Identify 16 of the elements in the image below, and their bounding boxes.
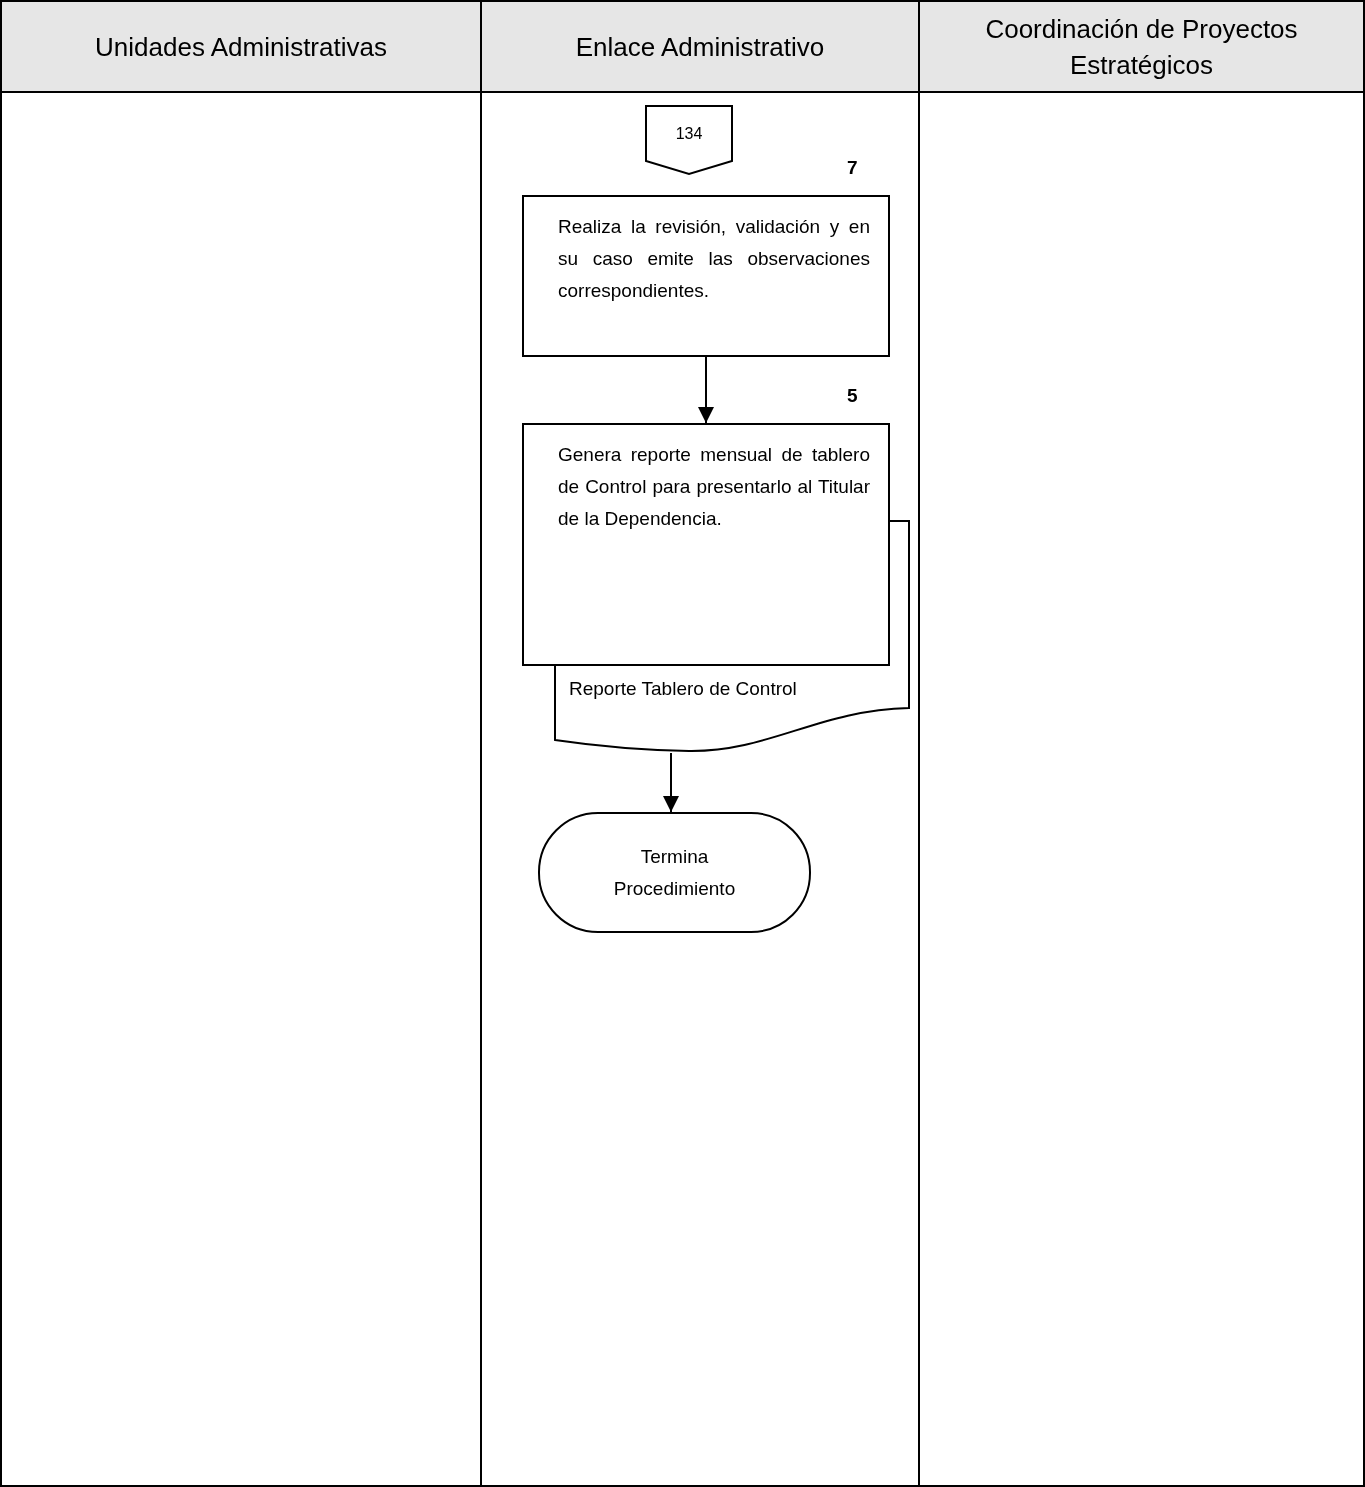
swimlane xyxy=(0,0,482,1487)
arrow xyxy=(663,752,679,813)
lane-header: Coordinación de Proyectos Estratégicos xyxy=(920,2,1363,93)
connector-number: 134 xyxy=(674,125,704,143)
arrow xyxy=(698,356,714,424)
swimlane xyxy=(918,0,1365,1487)
document-label: Reporte Tablero de Control xyxy=(569,678,797,700)
process-box: Realiza la revisión, validación y en su caso emite las observaciones correspondientes. xyxy=(522,195,890,357)
lane-header: Enlace Administrativo xyxy=(482,2,918,93)
off-page-connector xyxy=(645,105,733,175)
swimlane xyxy=(480,0,920,1487)
process-box: Genera reporte mensual de tablero de Control para presentarlo al Titular de la Dependencia. xyxy=(522,423,890,666)
step-number: 7 xyxy=(847,157,858,179)
lane-header: Unidades Administrativas xyxy=(2,2,480,93)
step-number: 5 xyxy=(847,385,858,407)
terminator: Termina Procedimiento xyxy=(538,812,811,933)
